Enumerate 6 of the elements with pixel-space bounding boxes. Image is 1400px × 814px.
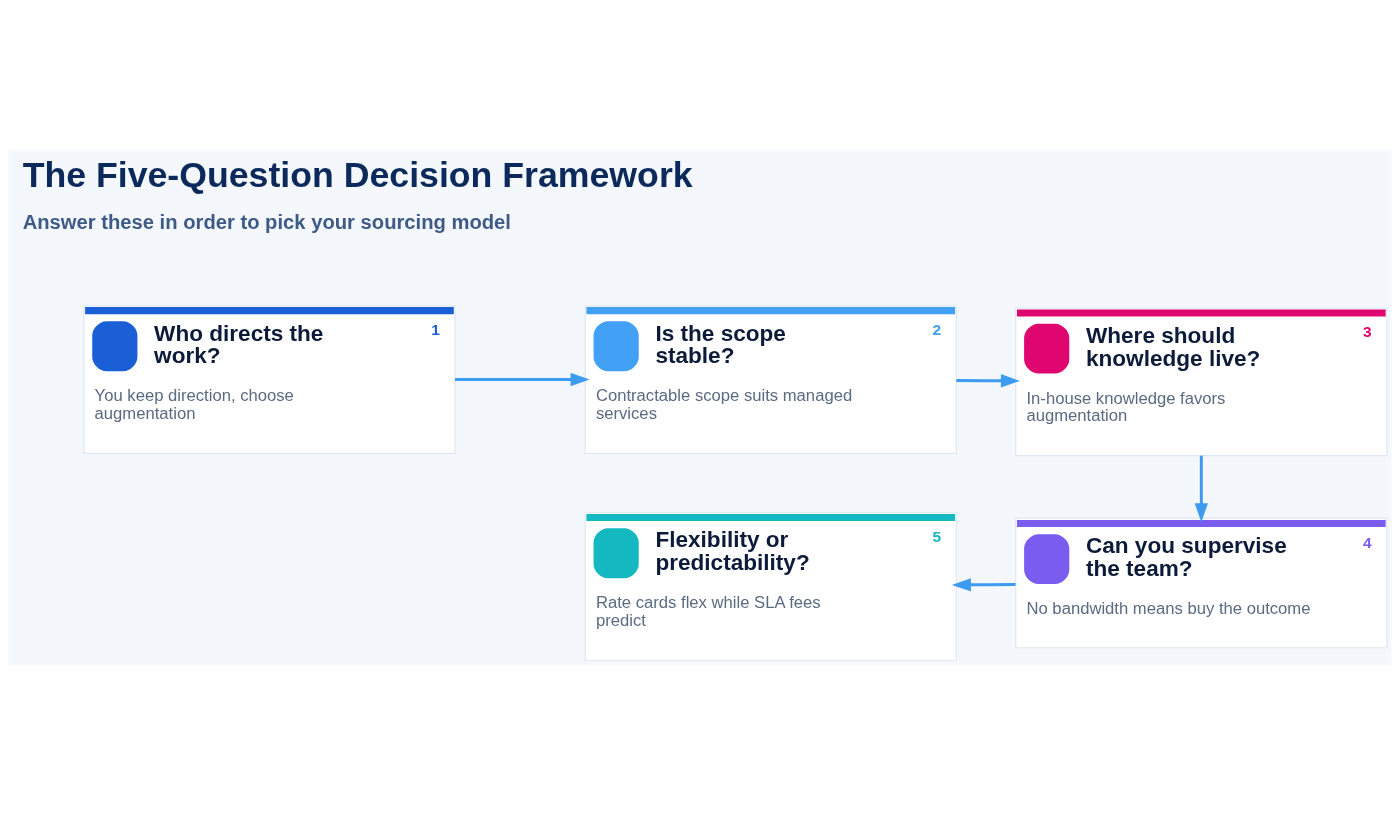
arrow xyxy=(1194,455,1208,522)
diagram-title: The Five-Question Decision Framework xyxy=(22,154,693,195)
arrow xyxy=(956,373,1020,387)
arrow xyxy=(455,372,590,386)
arrow xyxy=(951,577,1016,592)
label: Answer these in order to pick your sourcing model xyxy=(22,210,511,233)
